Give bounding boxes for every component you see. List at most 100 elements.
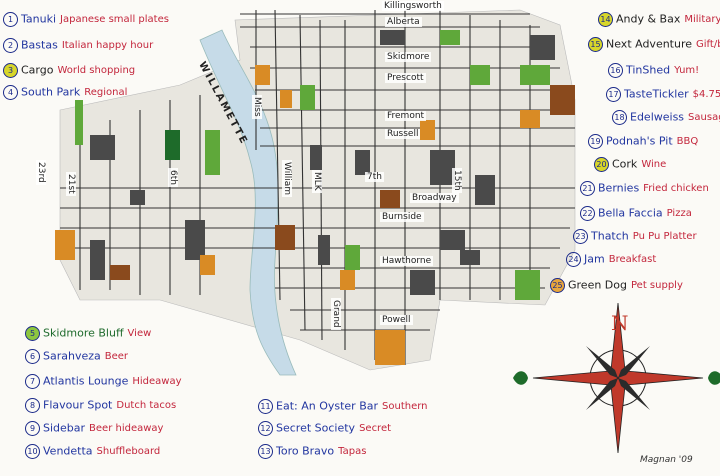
place-desc: World shopping bbox=[57, 64, 136, 76]
legend-number: 3 bbox=[3, 63, 18, 78]
legend-number: 25 bbox=[550, 278, 565, 293]
place-name: Tanuki bbox=[21, 12, 57, 26]
place-desc: Hideaway bbox=[132, 375, 182, 387]
legend-number: 4 bbox=[3, 85, 18, 100]
place-desc: Military bbox=[684, 13, 720, 25]
place-name: Sidebar bbox=[43, 421, 86, 435]
legend-number: 19 bbox=[588, 134, 603, 149]
place-name: Edelweiss bbox=[630, 110, 685, 124]
place-desc: Tapas bbox=[338, 445, 367, 457]
street-15th: 15th bbox=[452, 168, 462, 193]
street-alberta: Alberta bbox=[385, 17, 422, 27]
place-desc: Dutch tacos bbox=[116, 399, 177, 411]
place-name: Andy & Bax bbox=[616, 12, 681, 26]
place-name: Next Adventure bbox=[606, 37, 693, 51]
place-name: South Park bbox=[21, 85, 81, 99]
legend-number: 14 bbox=[598, 12, 613, 27]
artist-signature: Magnan '09 bbox=[640, 455, 693, 465]
place-name: Atlantis Lounge bbox=[43, 374, 129, 388]
compass-north-letter: N bbox=[611, 311, 629, 335]
legend-number: 24 bbox=[566, 252, 581, 267]
place-desc: Yum! bbox=[674, 64, 700, 76]
legend-number: 11 bbox=[258, 399, 273, 414]
place-name: Skidmore Bluff bbox=[43, 326, 124, 340]
legend-number: 15 bbox=[588, 37, 603, 52]
place-name: Toro Bravo bbox=[276, 444, 335, 458]
place-desc: BBQ bbox=[676, 135, 699, 147]
place-name: Thatch bbox=[591, 229, 629, 243]
legend-number: 17 bbox=[606, 87, 621, 102]
legend-number: 20 bbox=[594, 157, 609, 172]
street-grand: Grand bbox=[331, 298, 341, 330]
place-name: Bernies bbox=[598, 181, 640, 195]
legend-number: 16 bbox=[608, 63, 623, 78]
place-desc: Italian happy hour bbox=[61, 39, 154, 51]
place-desc: Pu Pu Platter bbox=[632, 230, 697, 242]
place-desc: Pet supply bbox=[631, 279, 683, 291]
place-desc: Gift/bus bbox=[696, 38, 720, 50]
place-desc: Shuffleboard bbox=[96, 445, 161, 457]
map-blocks bbox=[55, 30, 575, 365]
legend-number: 6 bbox=[25, 349, 40, 364]
place-desc: Beer bbox=[104, 350, 129, 362]
legend-number: 7 bbox=[25, 374, 40, 389]
place-desc: Sausage bbox=[688, 111, 720, 123]
street-23rd: 23rd bbox=[36, 160, 46, 185]
place-desc: Breakfast bbox=[608, 253, 657, 265]
street-broadway: Broadway bbox=[410, 193, 459, 203]
place-name: TasteTickler bbox=[624, 87, 689, 101]
legend-number: 21 bbox=[580, 181, 595, 196]
place-name: Secret Society bbox=[276, 421, 356, 435]
street-skidmore: Skidmore bbox=[385, 52, 432, 62]
street-6th: 6th bbox=[168, 168, 178, 187]
legend-number: 8 bbox=[25, 398, 40, 413]
place-desc: Fried chicken bbox=[643, 182, 709, 194]
place-name: Cork bbox=[612, 157, 638, 171]
street-prescott: Prescott bbox=[385, 73, 426, 83]
place-name: Eat: An Oyster Bar bbox=[276, 399, 379, 413]
legend-number: 22 bbox=[580, 206, 595, 221]
place-name: Bella Faccia bbox=[598, 206, 663, 220]
place-name: Cargo bbox=[21, 63, 54, 77]
legend-number: 13 bbox=[258, 444, 273, 459]
place-name: Green Dog bbox=[568, 278, 627, 292]
place-desc: Pizza bbox=[666, 207, 692, 219]
place-desc: Wine bbox=[641, 158, 667, 170]
place-desc: Japanese small plates bbox=[60, 13, 169, 25]
legend-number: 18 bbox=[612, 110, 627, 125]
street-21st: 21st bbox=[66, 172, 76, 196]
street-powell: Powell bbox=[380, 315, 413, 325]
place-desc: View bbox=[127, 327, 152, 339]
legend-number: 2 bbox=[3, 38, 18, 53]
place-desc: Southern bbox=[382, 400, 428, 412]
street-mississippi: Miss bbox=[252, 95, 262, 119]
place-desc: Beer hideaway bbox=[89, 422, 164, 434]
legend-item-18: 18EdelweissSausage bbox=[612, 110, 720, 125]
place-desc: Secret bbox=[359, 422, 392, 434]
legend-number: 23 bbox=[573, 229, 588, 244]
willamette-river bbox=[199, 29, 297, 376]
legend-number: 9 bbox=[25, 421, 40, 436]
place-name: Vendetta bbox=[43, 444, 93, 458]
legend-number: 12 bbox=[258, 421, 273, 436]
compass-rose: N bbox=[513, 302, 720, 454]
